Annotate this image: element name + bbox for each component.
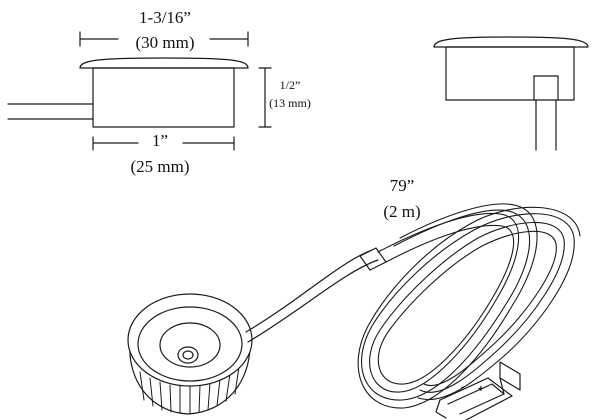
lead-cable <box>245 247 387 343</box>
cable-length-inch-label: 79” <box>389 176 415 195</box>
height-fraction-label: 1/2” <box>279 78 301 92</box>
lens-recess <box>159 322 221 368</box>
cable-length-m-label: (2 m) <box>383 202 421 221</box>
side-view-vertical-cable <box>433 36 589 151</box>
top-width-dimension-line <box>79 31 249 47</box>
height-dimension-line <box>258 67 272 128</box>
top-width-fraction-label: 1-3/16” <box>139 8 191 27</box>
right-view-body <box>445 46 575 101</box>
height-mm-label: (13 mm) <box>269 96 311 110</box>
heat-sink <box>129 344 251 415</box>
side-view-flange <box>79 57 249 69</box>
bottom-width-dimension-line <box>92 136 235 151</box>
bottom-width-inch-label: 1” <box>151 131 169 150</box>
heat-sink-fins <box>139 366 240 414</box>
connector-minus-mark: - <box>461 382 465 393</box>
perspective-light <box>127 293 253 415</box>
right-view-flange <box>433 36 589 48</box>
connector-plus-mark: + <box>478 384 484 395</box>
lens <box>177 346 199 364</box>
bottom-width-mm-label: (25 mm) <box>130 157 190 176</box>
cable-coil <box>357 203 581 409</box>
connector-plug <box>435 361 521 420</box>
side-view-light <box>7 57 249 128</box>
side-view-body <box>92 67 235 128</box>
perspective-flange <box>127 293 253 387</box>
top-width-mm-label: (30 mm) <box>135 33 195 52</box>
